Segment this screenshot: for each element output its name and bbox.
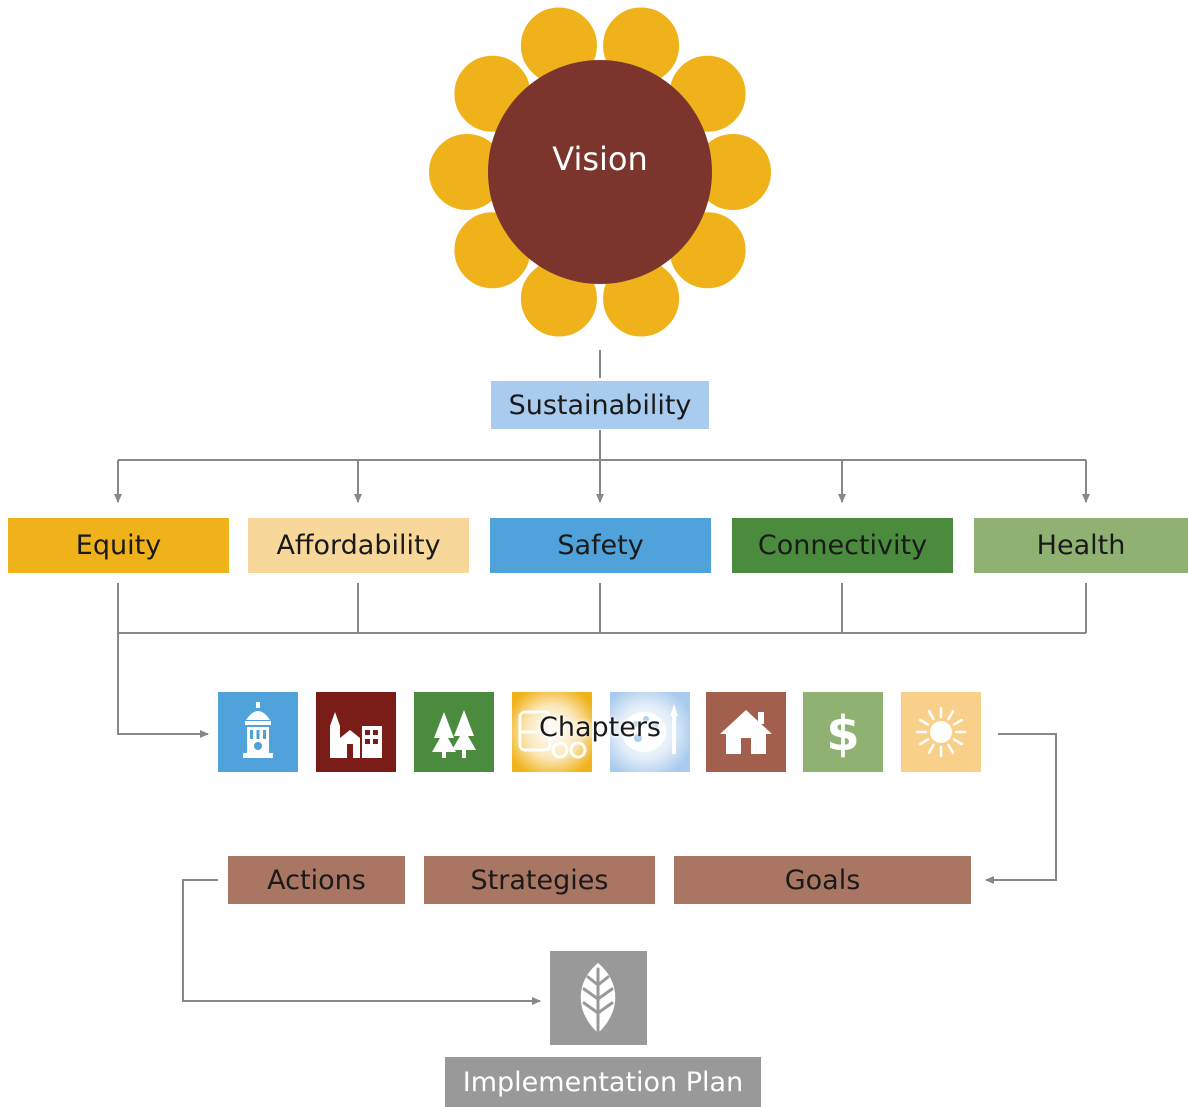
sun-icon [901, 692, 981, 772]
principle-affordability: Affordability [248, 518, 469, 573]
principle-connectivity: Connectivity [732, 518, 953, 573]
chapters-label: Chapters [538, 712, 661, 743]
step-actions: Actions [228, 856, 405, 904]
step-goals: Goals [674, 856, 971, 904]
arrow-to-chapters [117, 633, 209, 738]
sun-ray [927, 709, 935, 721]
sustainability-box: Sustainability [491, 381, 709, 429]
chapter-tile-sun [901, 692, 981, 772]
vision-center-circle [488, 60, 712, 284]
chapter-tile-building [218, 692, 298, 772]
leaf-icon [580, 963, 616, 1037]
chapter-tile-trees [414, 692, 494, 772]
implementation-icon-tile [550, 951, 647, 1045]
principle-label: Affordability [276, 530, 441, 561]
vision-label: Vision [552, 140, 648, 178]
trees-icon [414, 692, 494, 772]
sustainability-label: Sustainability [508, 389, 692, 421]
sun-ray [952, 718, 964, 726]
sun-ray [918, 738, 930, 746]
principle-label: Connectivity [757, 530, 928, 561]
sun-ray [947, 743, 955, 755]
chapter-tile-town [316, 692, 396, 772]
principle-label: Health [1036, 530, 1126, 561]
step-label: Actions [267, 864, 366, 896]
house-icon [706, 692, 786, 772]
building-icon [218, 692, 298, 772]
implementation-plan-box: Implementation Plan [445, 1057, 761, 1107]
sun-ray [927, 743, 935, 755]
sun-ray [918, 718, 930, 726]
implementation-plan-label: Implementation Plan [462, 1066, 744, 1098]
principle-label: Equity [75, 530, 162, 561]
dollar-icon: $ [803, 692, 883, 772]
principle-label: Safety [557, 530, 644, 561]
sun-ray [952, 738, 964, 746]
chapter-tile-bus-bike [512, 692, 592, 772]
principle-health: Health [974, 518, 1188, 573]
vision-flower [427, 5, 773, 339]
arrow-to-goals [985, 733, 1057, 884]
chapter-tile-dollar: $ [803, 692, 883, 772]
chapter-tile-house [706, 692, 786, 772]
svg-text:$: $ [826, 706, 859, 762]
step-strategies: Strategies [424, 856, 655, 904]
chapter-tile-palette [610, 692, 690, 772]
sun-ray [947, 709, 955, 721]
town-icon [316, 692, 396, 772]
principle-equity: Equity [8, 518, 229, 573]
bus-bike-icon [512, 692, 592, 772]
palette-icon [610, 692, 690, 772]
principle-safety: Safety [490, 518, 711, 573]
step-label: Strategies [470, 864, 609, 896]
arrow-to-implementation [182, 879, 541, 1005]
step-label: Goals [784, 864, 861, 896]
